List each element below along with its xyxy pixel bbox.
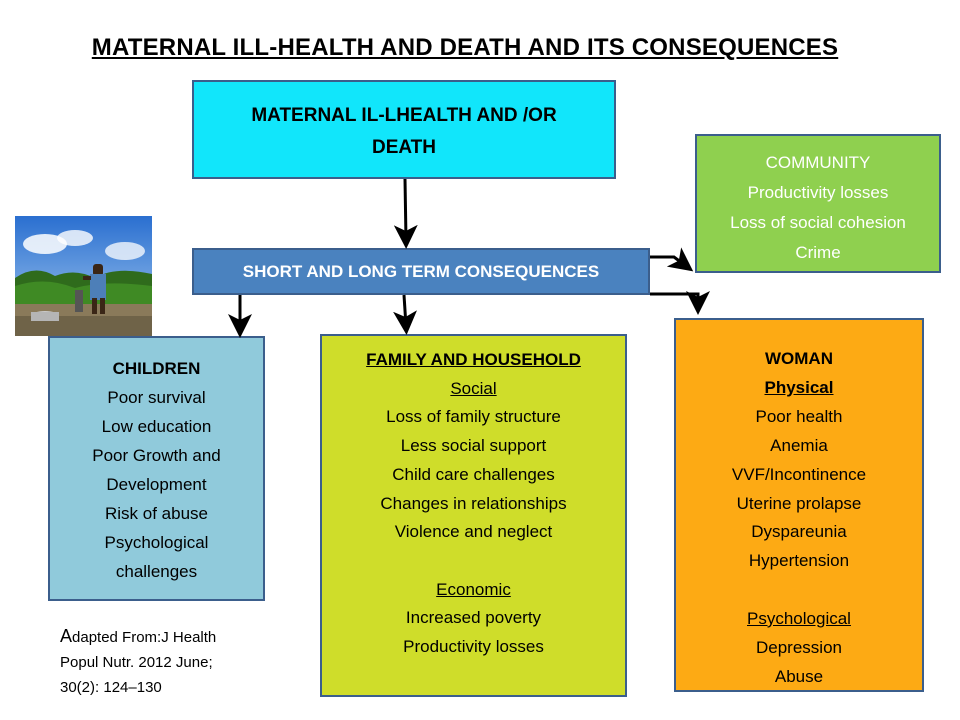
root-line-1: MATERNAL IL-LHEALTH AND /OR [251, 105, 557, 126]
children-item: Risk of abuse [105, 504, 208, 523]
woman-section-psychological: Psychological [747, 608, 851, 628]
community-box: COMMUNITY Productivity losses Loss of so… [695, 134, 941, 273]
source-line-2: Popul Nutr. 2012 June; [60, 654, 213, 671]
woman-box: WOMAN Physical Poor health Anemia VVF/In… [674, 318, 924, 692]
arrow-to-family [393, 294, 418, 335]
children-item: Poor survival [107, 388, 206, 407]
family-household-box: FAMILY AND HOUSEHOLD Social Loss of fami… [320, 334, 627, 697]
woman-heading: WOMAN [765, 349, 833, 368]
children-item: Psychological [104, 533, 209, 552]
source-line-3: 30(2): 124–130 [60, 679, 162, 696]
woman-item: Anemia [770, 435, 828, 455]
maternal-ill-health-box: MATERNAL IL-LHEALTH AND /OR DEATH [192, 80, 616, 179]
woman-item: Abuse [774, 666, 824, 686]
woman-item: Depression [756, 637, 842, 657]
source-line-1: dapted From:J Health [72, 629, 217, 646]
children-heading: CHILDREN [112, 359, 201, 378]
children-item: Low education [101, 417, 212, 436]
family-item: Child care challenges [392, 464, 555, 484]
page-title: MATERNAL ILL-HEALTH AND DEATH AND ITS CO… [91, 34, 839, 61]
arrow-root-to-consequences [393, 178, 418, 249]
root-line-2: DEATH [371, 137, 437, 158]
family-item: Changes in relationships [380, 493, 567, 513]
family-heading: FAMILY AND HOUSEHOLD [366, 350, 581, 369]
family-section-economic: Economic [436, 579, 511, 599]
family-item: Increased poverty [405, 608, 542, 628]
arrow-to-woman [650, 291, 710, 315]
woman-item: Poor health [755, 406, 843, 426]
woman-item: Uterine prolapse [736, 493, 862, 513]
child-at-water-pump-photo [15, 216, 152, 336]
children-item: Development [106, 475, 207, 494]
woman-spacer [676, 576, 922, 605]
children-box: CHILDREN Poor survival Low education Poo… [48, 336, 265, 601]
community-item: Crime [795, 243, 841, 262]
family-item: Violence and neglect [394, 522, 553, 542]
community-item: Loss of social cohesion [730, 213, 906, 232]
consequences-box: SHORT AND LONG TERM CONSEQUENCES [192, 248, 650, 295]
source-citation: Adapted From:J Health Popul Nutr. 2012 J… [60, 624, 300, 700]
arrow-to-community [650, 247, 694, 272]
family-spacer [322, 547, 625, 576]
family-section-social: Social [450, 378, 497, 398]
family-item: Productivity losses [403, 637, 544, 657]
woman-item: Dyspareunia [751, 522, 847, 542]
community-item: Productivity losses [747, 183, 889, 202]
community-heading: COMMUNITY [765, 153, 871, 172]
woman-item: VVF/Incontinence [731, 464, 867, 484]
children-item: challenges [115, 562, 198, 581]
family-item: Loss of family structure [386, 407, 561, 427]
source-first-letter: A [60, 626, 73, 646]
woman-section-physical: Physical [764, 377, 834, 397]
photo-illustration [15, 216, 152, 336]
woman-item: Hypertension [748, 551, 850, 571]
family-item: Less social support [400, 436, 547, 456]
children-item: Poor Growth and [92, 446, 221, 465]
